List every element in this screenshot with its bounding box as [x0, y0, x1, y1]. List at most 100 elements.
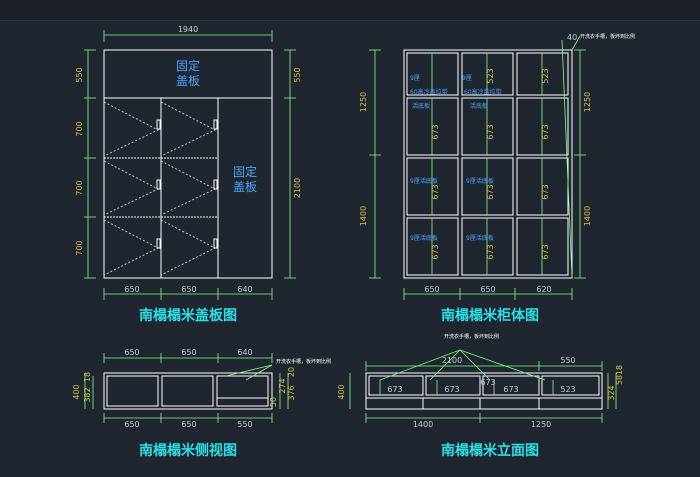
elevation-top-dim: 2100 [442, 356, 462, 365]
elevation-cell-value: 673 [387, 385, 402, 394]
side-right-dim: 20 [287, 367, 296, 377]
side-left-dim: 400 [72, 384, 81, 399]
side-outline [103, 372, 273, 410]
cell-value: 673 [486, 184, 495, 199]
cell-label: 60高冷盖拉带 [464, 88, 502, 96]
cell-label: 活底板 [470, 102, 488, 110]
side-left-dim: 18 [83, 372, 92, 382]
elevation-cell-value: 673 [480, 378, 495, 387]
body-inner-dim-lines [431, 53, 543, 275]
side-left-dim: 382 [83, 387, 92, 402]
cell-value: 673 [431, 244, 440, 259]
fixed-cover-label-right: 固定盖板 [233, 164, 257, 194]
side-bottom-dim: 550 [237, 420, 252, 429]
body-view: 673 673 673 673 673 673 673 673 673 523 … [359, 33, 635, 324]
side-right-dim: 50 [269, 397, 278, 407]
side-top-dim: 650 [124, 348, 139, 357]
elevation-cell-values: 673 673 673 673 523 [387, 378, 575, 394]
cell-label: 9厘 [462, 75, 472, 82]
cell-value: 673 [486, 124, 495, 139]
fixed-cover-label-top: 固定盖板 [176, 58, 200, 88]
body-left-dim: 1400 [359, 206, 368, 226]
cell-label: 60高冷盖拉带 [410, 88, 448, 96]
cover-left-dims: 550 700 700 700 [75, 67, 84, 255]
cell-value: 673 [541, 244, 550, 259]
cover-view-title: 南榻榻米盖板图 [139, 307, 237, 324]
handle-marks [156, 119, 218, 249]
cover-right-dim: 550 [293, 67, 302, 82]
cover-right-dims: 550 2100 [293, 67, 302, 198]
elevation-top-dim: 550 [560, 356, 575, 365]
elevation-compartments [368, 375, 600, 409]
side-right-dim: 376 [287, 385, 296, 400]
cell-value: 673 [431, 124, 440, 139]
elevation-bottom-dim: 1400 [413, 420, 433, 429]
cover-bottom-dim: 650 [181, 285, 196, 294]
cell-label: 9厘活底板 [410, 234, 438, 242]
side-top-dim: 640 [237, 348, 252, 357]
cell-label: 9厘活底板 [466, 177, 494, 185]
body-outline [403, 49, 573, 279]
body-bottom-dim: 620 [536, 285, 551, 294]
cell-label: 活底板 [412, 102, 430, 110]
elevation-cell-value: 673 [444, 385, 459, 394]
body-cell-values: 673 673 673 673 673 673 673 673 673 523 … [431, 68, 550, 259]
label-line: 固定 [176, 58, 200, 73]
label-line: 盖板 [176, 74, 200, 88]
body-right-dim: 1250 [583, 92, 592, 112]
side-bottom-dim: 650 [124, 420, 139, 429]
body-right-dim: 1400 [583, 206, 592, 226]
body-bottom-dim: 650 [480, 285, 495, 294]
cell-value: 673 [486, 244, 495, 259]
cad-toolbar-strip [0, 0, 700, 21]
side-bottom-dim: 650 [181, 420, 196, 429]
elevation-right-dim: 18 [615, 365, 624, 375]
label-line: 盖板 [233, 180, 257, 194]
cover-view: 1940 550 700 700 700 550 2100 650 650 64… [75, 25, 302, 324]
side-compartment [161, 375, 214, 407]
elevation-right-dim: 58 [615, 375, 624, 385]
side-view: 650 650 640 650 650 550 400 382 18 50 27… [72, 348, 331, 459]
elevation-right-dim: 324 [607, 385, 616, 400]
body-bottom-dim: 650 [424, 285, 439, 294]
cell-value-small: 523 [486, 68, 495, 83]
side-top-dim: 650 [181, 348, 196, 357]
cell-label: 9厘 [410, 75, 420, 82]
cover-left-dim: 700 [75, 121, 84, 136]
cell-value: 673 [541, 124, 550, 139]
side-right-dim: 274 [278, 378, 287, 393]
cell-label: 9厘活底板 [466, 234, 494, 242]
side-note: 开洗衣手槽，板坏到比例 [276, 358, 331, 365]
cover-right-dim: 2100 [293, 178, 302, 198]
side-dim-lines [84, 353, 289, 423]
cover-bottom-dim: 640 [237, 285, 252, 294]
body-view-title: 南榻榻米柜体图 [441, 307, 539, 324]
cell-value: 673 [431, 184, 440, 199]
cover-bottom-dims: 650 650 640 [124, 285, 252, 294]
body-dim-lines [369, 35, 586, 300]
elevation-view: 2100 550 1400 1250 400 324 58 18 673 673… [337, 333, 624, 459]
cover-left-dim: 550 [75, 67, 84, 82]
label-line: 固定 [233, 164, 257, 179]
elevation-cell-value: 523 [560, 385, 575, 394]
cover-bottom-dim: 650 [124, 285, 139, 294]
cover-dim-lines [84, 30, 296, 300]
cell-value-small: 523 [541, 68, 550, 83]
side-compartment [216, 375, 269, 407]
body-cell-labels: 9厘 60高冷盖拉带 9厘 60高冷盖拉带 活底板 活底板 9厘活底板 9厘活底… [410, 75, 502, 242]
cover-outline [103, 49, 273, 279]
body-top-dim: 40 [567, 33, 577, 42]
side-compartment [106, 375, 159, 407]
side-view-title: 南榻榻米侧视图 [139, 442, 237, 459]
elevation-view-title: 南榻榻米立面图 [441, 442, 539, 459]
elevation-dim-lines [349, 349, 617, 423]
elevation-bottom-dim: 1250 [531, 420, 551, 429]
elevation-cell-value: 673 [503, 385, 518, 394]
elevation-outline [365, 372, 603, 410]
cover-width-dim: 1940 [178, 25, 198, 34]
cell-label: 9厘活底板 [410, 177, 438, 185]
elevation-left-dim: 400 [337, 384, 346, 399]
cell-value: 673 [541, 184, 550, 199]
cover-left-dim: 700 [75, 180, 84, 195]
